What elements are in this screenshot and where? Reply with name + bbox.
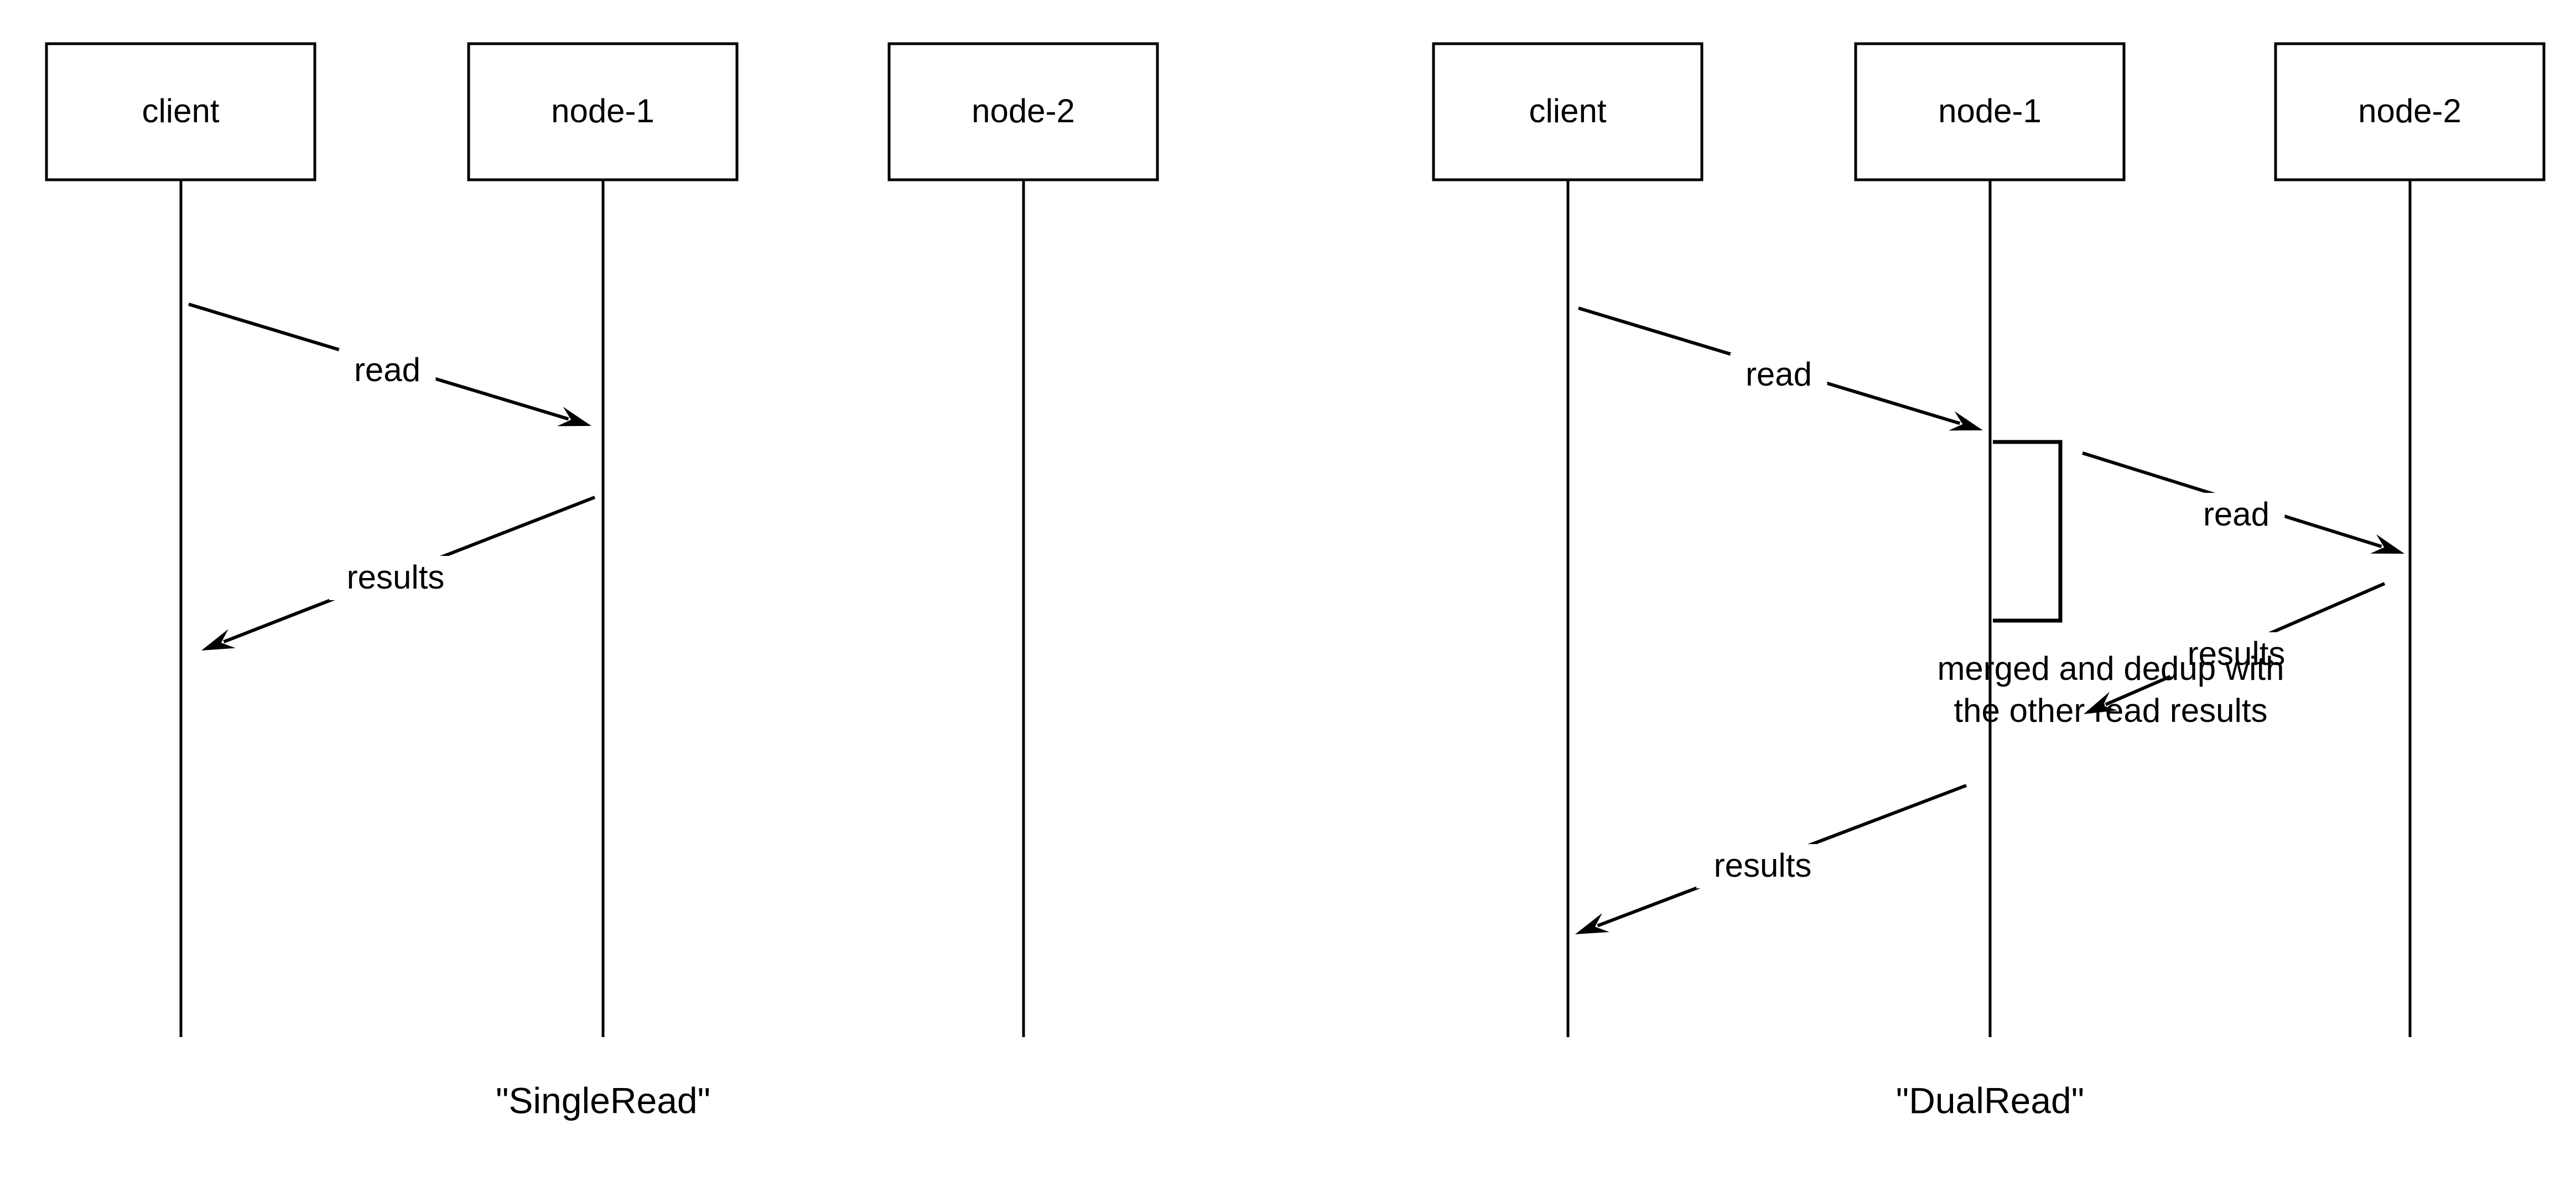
participant-box-client[interactable] bbox=[45, 42, 316, 181]
message-arrowhead-read-1 bbox=[2370, 534, 2404, 554]
diagram-dual-read: client node-1 node-2 read read results results… bbox=[1432, 42, 2546, 1121]
participant-label-client: client bbox=[1529, 92, 1606, 129]
message-results-2: results bbox=[2084, 582, 2386, 714]
participant-node-1[interactable]: node-1 bbox=[467, 42, 739, 181]
message-label-bg-read-1 bbox=[2188, 493, 2285, 537]
message-label-read-1: read bbox=[2203, 496, 2269, 533]
participant-node-2[interactable]: node-2 bbox=[887, 42, 1159, 181]
message-label-results-3: results bbox=[1714, 847, 1812, 884]
message-read-1: read bbox=[2082, 451, 2404, 554]
message-label-read-0: read bbox=[354, 351, 420, 388]
participant-node-2[interactable]: node-2 bbox=[2274, 42, 2546, 181]
note-1-0: merged and dedup with the other read resu… bbox=[1937, 650, 2284, 729]
caption-dual-read: "DualRead" bbox=[1896, 1080, 2084, 1121]
message-results-3: results bbox=[1575, 784, 1967, 934]
diagram-single-read: client node-1 node-2 read results "SingleRead… bbox=[45, 42, 1159, 1121]
participant-label-node-2: node-2 bbox=[972, 92, 1075, 129]
message-label-bg-results-3 bbox=[1696, 844, 1829, 888]
svg-root: client node-1 node-2 read results "SingleRead… bbox=[45, 42, 2546, 1121]
participant-label-node-1: node-1 bbox=[551, 92, 655, 129]
caption-single-read: "SingleRead" bbox=[496, 1080, 710, 1121]
participant-box-node-2[interactable] bbox=[887, 42, 1159, 181]
participant-client[interactable]: client bbox=[1432, 42, 1704, 181]
activation-bracket-node-1 bbox=[1993, 440, 2063, 623]
message-arrowhead-read-0 bbox=[1949, 411, 1983, 431]
message-label-results-2: results bbox=[2188, 635, 2286, 672]
message-read-0: read bbox=[188, 303, 591, 426]
message-arrowhead-results-2 bbox=[2084, 691, 2118, 714]
note-line-2: the other read results bbox=[1954, 692, 2268, 729]
message-arrowhead-results-3 bbox=[1575, 913, 1609, 934]
participant-label-node-1: node-1 bbox=[1938, 92, 2042, 129]
participant-node-1[interactable]: node-1 bbox=[1854, 42, 2126, 181]
message-label-bg-results-1 bbox=[329, 556, 462, 600]
participant-box-client[interactable] bbox=[1432, 42, 1704, 181]
message-read-0: read bbox=[1578, 306, 1983, 431]
participant-label-client: client bbox=[142, 92, 219, 129]
participant-box-node-1[interactable] bbox=[1854, 42, 2126, 181]
participant-client[interactable]: client bbox=[45, 42, 316, 181]
message-results-1: results bbox=[201, 496, 596, 650]
participant-box-node-2[interactable] bbox=[2274, 42, 2546, 181]
message-label-bg-read-0 bbox=[1730, 353, 1827, 397]
message-arrowhead-read-0 bbox=[557, 407, 591, 426]
message-label-read-0: read bbox=[1746, 356, 1812, 393]
message-label-results-1: results bbox=[347, 559, 445, 596]
message-label-bg-results-2 bbox=[2170, 632, 2303, 676]
participant-label-node-2: node-2 bbox=[2358, 92, 2461, 129]
participant-box-node-1[interactable] bbox=[467, 42, 739, 181]
message-arrowhead-results-1 bbox=[201, 629, 236, 650]
message-label-bg-read-0 bbox=[339, 348, 436, 393]
note-line-1: merged and dedup with bbox=[1937, 650, 2284, 687]
